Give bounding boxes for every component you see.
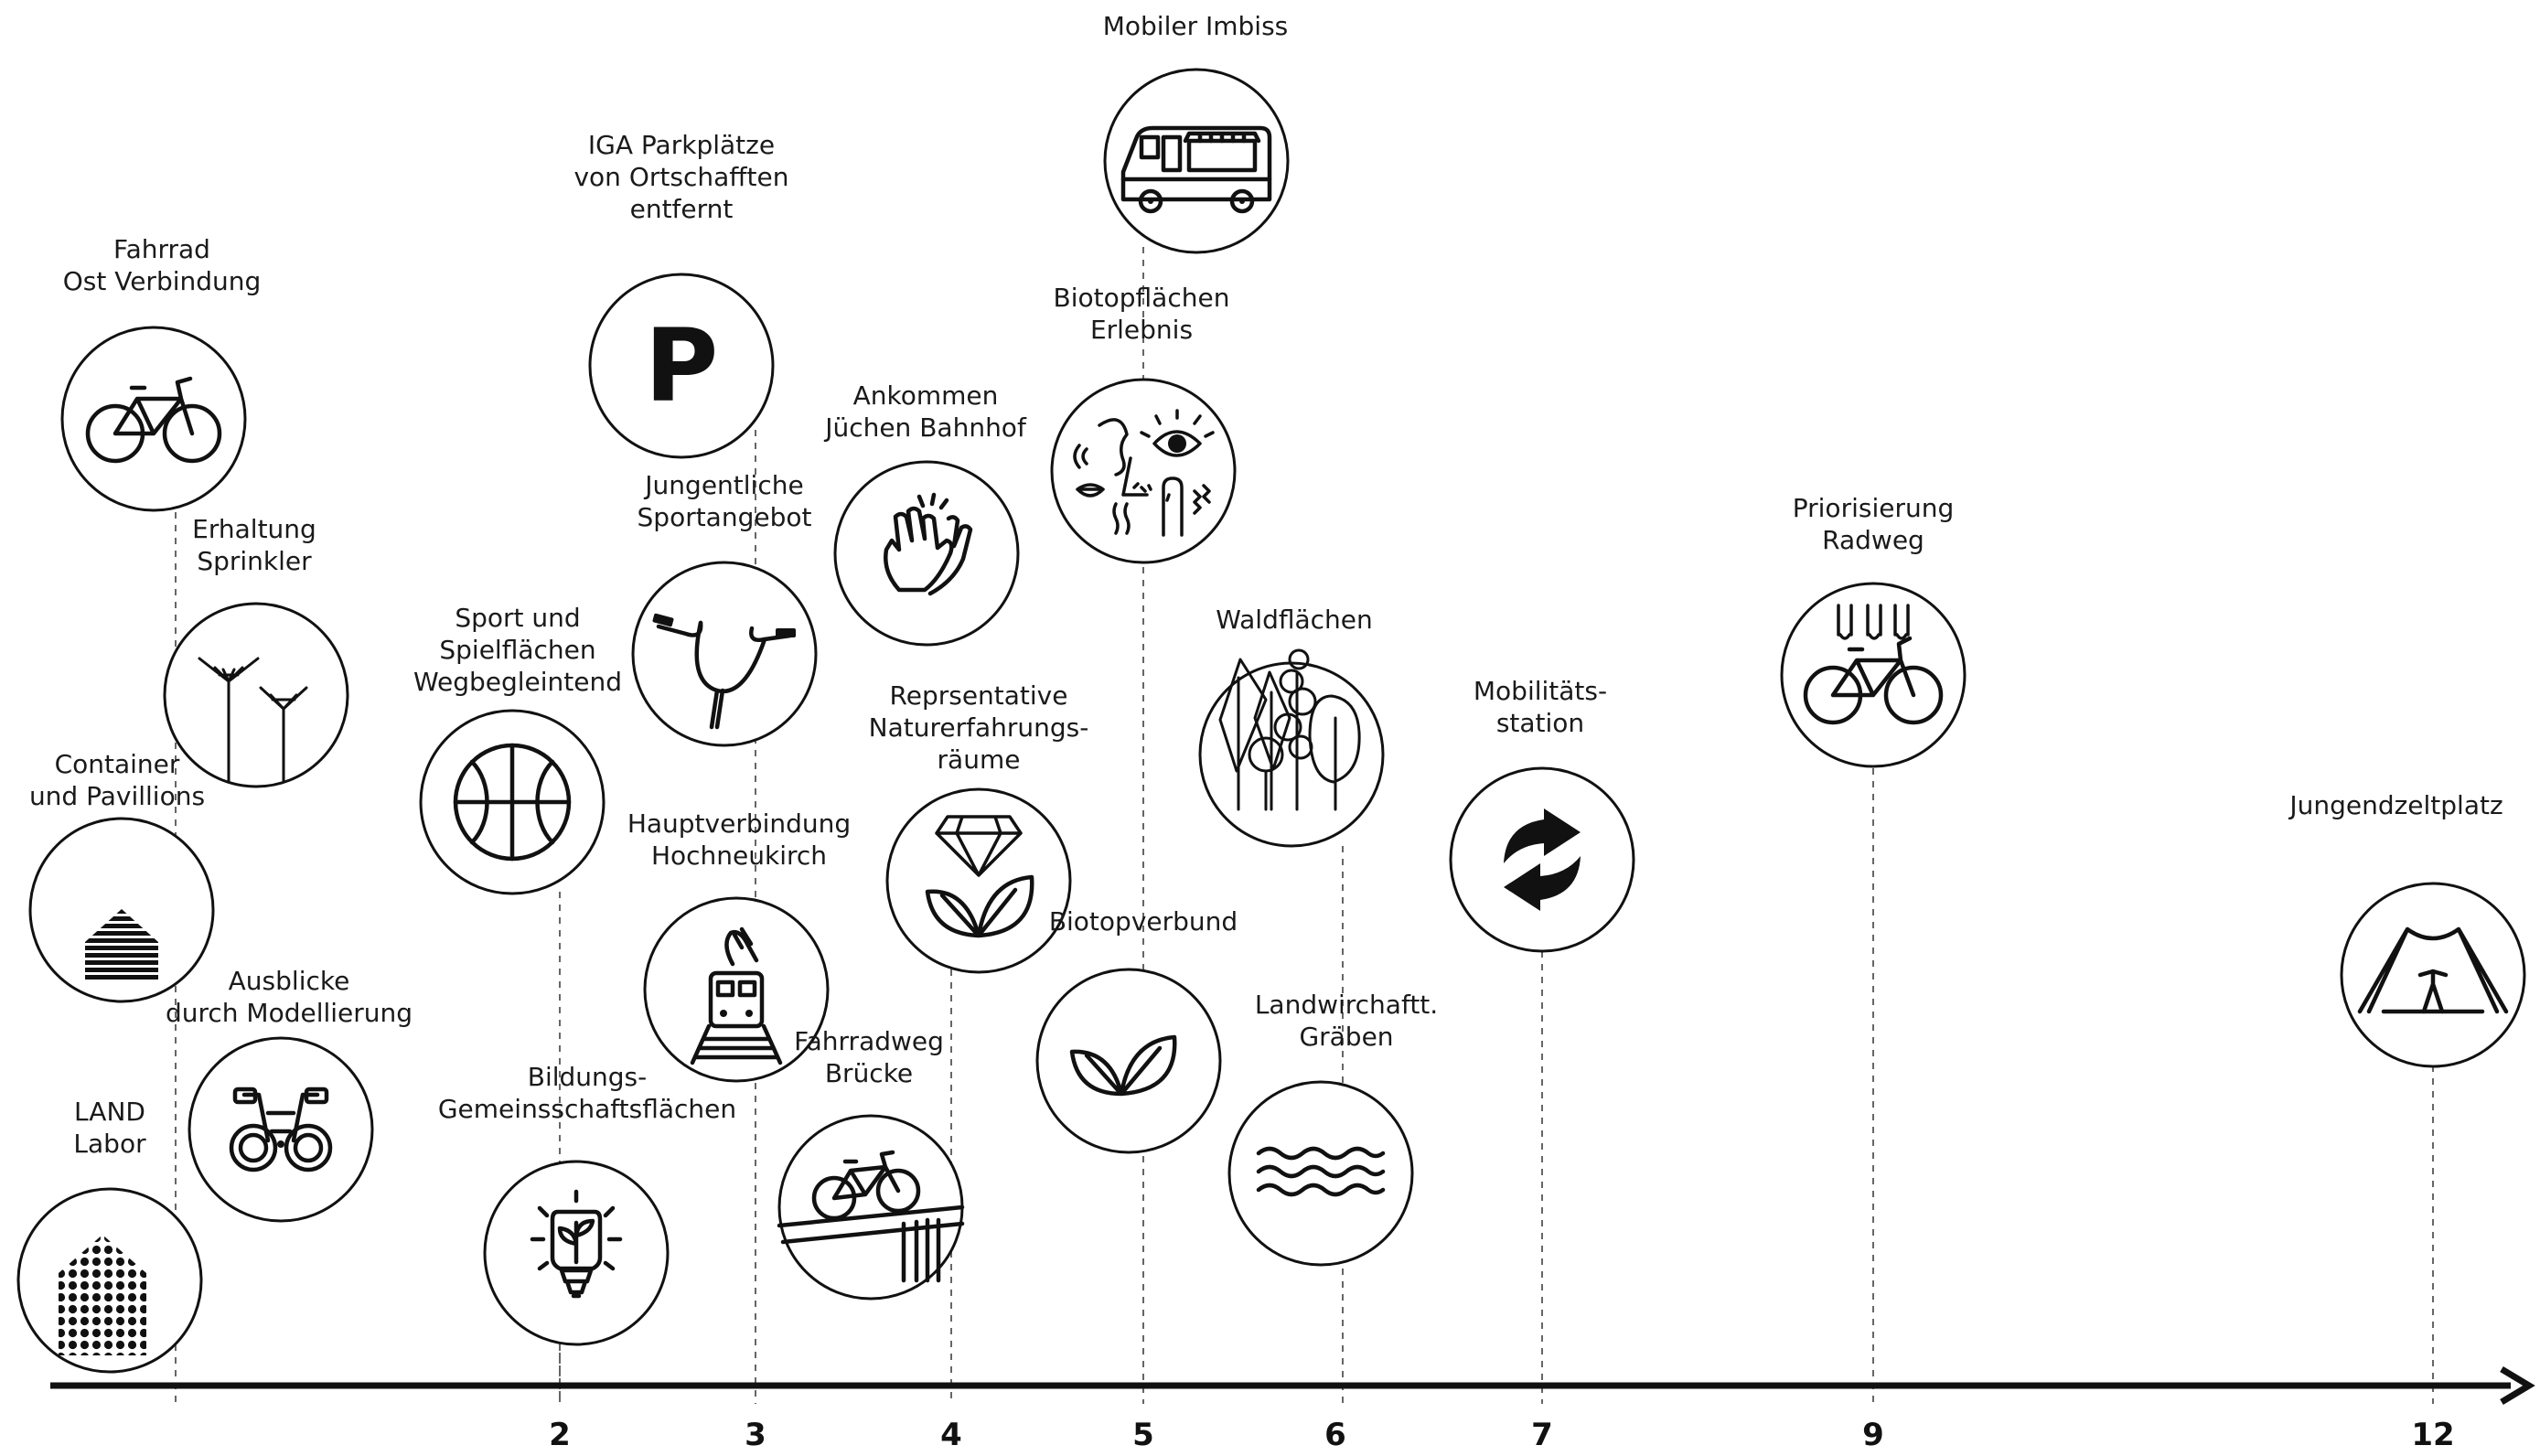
node-label: IGA Parkplätze: [588, 130, 775, 160]
node-waldflaechen: Waldflächen: [1198, 605, 1385, 848]
train-wave-icon: [690, 926, 783, 1065]
node-label: Hochneukirch: [651, 840, 827, 871]
tent-icon: [2357, 926, 2509, 1014]
binoculars-icon: [229, 1087, 333, 1172]
node-label: Biotopverbund: [1049, 906, 1238, 937]
node-label: Wegbegleintend: [413, 667, 622, 697]
tick-label: 6: [1324, 1417, 1346, 1453]
node-label: Waldflächen: [1216, 605, 1373, 635]
node-label: Priorisierung: [1793, 493, 1954, 523]
lightbulb-plant-icon: [530, 1189, 623, 1299]
node-label: Ost Verbindung: [63, 266, 262, 296]
node-label: Biotopflächen: [1054, 283, 1230, 313]
node-label: Radweg: [1822, 525, 1924, 555]
node-zeltplatz: Jungendzeltplatz: [2288, 790, 2526, 1068]
tick-label: 2: [549, 1417, 571, 1453]
striped-house-icon: [85, 909, 158, 980]
tick-label: 9: [1862, 1417, 1884, 1453]
tick-label: 7: [1531, 1417, 1553, 1453]
node-bildung: Bildungs- Gemeinsschaftsflächen: [438, 1062, 736, 1346]
forest-icon: [1218, 648, 1361, 811]
food-truck-icon: [1120, 125, 1272, 214]
node-label: räume: [938, 744, 1021, 775]
node-label: Jüchen Bahnhof: [823, 412, 1027, 443]
node-fahrradweg-bruecke: Fahrradweg Brücke: [777, 1026, 965, 1301]
node-label: Bildungs-: [528, 1062, 648, 1092]
node-sprinkler: Erhaltung Sprinkler: [163, 514, 349, 788]
waves-icon: [1256, 1146, 1386, 1197]
node-ankommen: Ankommen Jüchen Bahnhof: [823, 380, 1027, 647]
node-label: Fahrrad: [113, 234, 210, 264]
node-label: Landwirchaftt.: [1255, 990, 1438, 1020]
node-fahrrad-ost: Fahrrad Ost Verbindung: [60, 234, 262, 512]
node-label: Jungendzeltplatz: [2288, 790, 2502, 820]
node-iga: IGA Parkplätze von Ortschafften entfernt…: [573, 130, 789, 459]
bicycle-bridge-icon: [777, 1150, 965, 1283]
timeline-axis: [50, 1365, 2535, 1406]
node-label: Labor: [73, 1129, 146, 1159]
node-label: Mobilitäts-: [1474, 676, 1607, 706]
node-label: Jungentliche: [643, 470, 803, 500]
node-mobiler-imbiss: Mobiler Imbiss: [1103, 11, 1290, 254]
node-label: Erlebnis: [1090, 315, 1193, 345]
node-label: Hauptverbindung: [627, 808, 851, 839]
bicycle-priority-icon: [1803, 604, 1944, 725]
tick-label: 4: [940, 1417, 962, 1453]
node-label: Container: [55, 749, 180, 779]
node-label: Reprsentative: [890, 680, 1068, 711]
clapping-hands-icon: [884, 492, 973, 596]
basketball-icon: [453, 743, 572, 862]
node-label: Ausblicke: [229, 966, 350, 996]
node-label: Erhaltung: [192, 514, 316, 544]
handlebar-icon: [652, 613, 796, 730]
node-label: Sprinkler: [197, 546, 312, 576]
axis-ticks: 2 3 4 5 6 7 9 12: [549, 1417, 2455, 1453]
node-label: durch Modellierung: [166, 998, 413, 1028]
diamond-leaves-icon: [925, 815, 1034, 938]
sprinkler-icon: [198, 657, 308, 784]
node-label: von Ortschafften: [573, 162, 788, 192]
node-hauptverbindung: Hauptverbindung Hochneukirch: [627, 808, 851, 1083]
node-label: Fahrradweg: [794, 1026, 944, 1056]
node-container: Container und Pavillions: [28, 749, 215, 1003]
tick-label: 12: [2411, 1417, 2454, 1453]
node-ausblicke: Ausblicke durch Modellierung: [166, 966, 413, 1223]
node-biotopverbund: Biotopverbund: [1035, 906, 1238, 1154]
node-label: Ankommen: [853, 380, 999, 411]
node-sport: Sport und Spielflächen Wegbegleintend: [413, 603, 622, 895]
node-repr: Reprsentative Naturerfahrungs- räume: [869, 680, 1089, 974]
node-mobilitaet: Mobilitäts- station: [1449, 676, 1635, 953]
node-label: station: [1496, 708, 1584, 738]
leaves-icon: [1069, 1034, 1177, 1097]
node-label: Mobiler Imbiss: [1103, 11, 1289, 41]
node-label: LAND: [74, 1097, 145, 1127]
node-radweg: Priorisierung Radweg: [1780, 493, 1967, 768]
node-label: Sportangebot: [638, 502, 812, 532]
bicycle-icon: [85, 376, 222, 464]
tick-label: 5: [1132, 1417, 1154, 1453]
node-land-labor: LAND Labor: [16, 1097, 203, 1374]
node-label: und Pavillions: [29, 781, 205, 811]
node-label: Spielflächen: [439, 635, 595, 665]
node-graeben: Landwirchaftt. Gräben: [1227, 990, 1438, 1267]
node-biotop-erlebnis: Biotopflächen Erlebnis: [1050, 283, 1237, 564]
node-label: Sport und: [455, 603, 580, 633]
refresh-arrows-icon: [1504, 808, 1581, 911]
node-jugend-sport: Jungentliche Sportangebot: [631, 470, 818, 747]
node-label: Naturerfahrungs-: [869, 712, 1089, 743]
parking-icon: P: [645, 307, 719, 424]
node-label: Brücke: [825, 1058, 913, 1088]
node-label: Gräben: [1299, 1022, 1393, 1052]
node-label: entfernt: [630, 194, 734, 224]
tick-label: 3: [745, 1417, 766, 1453]
node-label: Gemeinsschaftsflächen: [438, 1094, 736, 1124]
senses-icon: [1073, 409, 1215, 537]
